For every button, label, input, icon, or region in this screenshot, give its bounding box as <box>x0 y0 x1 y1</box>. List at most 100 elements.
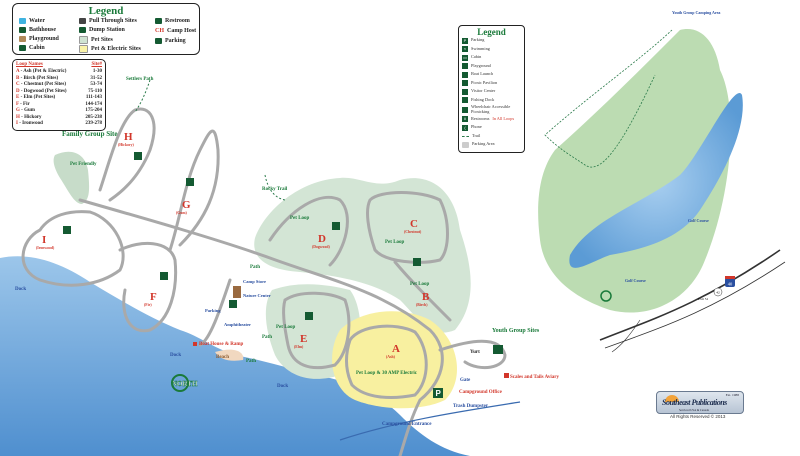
family-group-site-label: Family Group Site <box>62 130 117 138</box>
sun-logo-icon <box>665 395 679 402</box>
scales-tails-label: Scales and Tails Aviary <box>510 375 559 380</box>
legend-item-label: Playground <box>29 36 59 42</box>
restroom-icon <box>229 300 237 308</box>
trail-settlers-path <box>134 79 151 113</box>
publisher-served: Serviced USA & Canada <box>679 408 709 412</box>
loop-name: Dogwood (Pet Sites) <box>23 88 67 94</box>
loop-sites: 111-143 <box>85 95 102 100</box>
yurt-label: Yurt <box>470 350 480 355</box>
park-legend-label: Wheelchair Accessible Picnicking <box>471 103 511 114</box>
loop-name: Ash (Pet & Electric) <box>23 69 67 74</box>
north-arrow: NORTH <box>171 374 198 392</box>
loop-letter-i: I <box>42 234 46 246</box>
loop-name-b: (Birch) <box>416 303 428 307</box>
trash-dumpster-label: Trash Dumpster <box>453 404 489 409</box>
publisher-established: Est. 1988 <box>725 393 739 397</box>
loop-name: Hickory <box>24 114 42 120</box>
trail-line-icon <box>462 135 469 137</box>
loop-row: C - Chestnut (Pet Sites)53-74 <box>16 82 102 87</box>
parking-icon: P <box>462 37 468 44</box>
bathhouse-icon-c <box>413 258 421 266</box>
legend-item-label: Restroom <box>165 18 190 24</box>
highway <box>599 249 786 353</box>
park-legend-label: Parking Area <box>472 141 495 147</box>
loop-row-name: G - Gum <box>16 108 35 113</box>
legend-item: Restroom <box>155 18 190 24</box>
boat-house-marker <box>193 342 197 346</box>
park-legend-label: Restrooms <box>471 115 490 121</box>
park-legend-item: Visitor Center <box>462 88 522 95</box>
legend-item: Bathhouse <box>19 27 56 33</box>
pet-electric-swatch <box>79 45 88 53</box>
loop-name-h: (Hickory) <box>118 143 135 147</box>
loop-letter: E <box>16 95 20 100</box>
legend-item: Water <box>19 18 45 24</box>
park-legend-label: Fishing Dock <box>471 96 495 102</box>
legend-item-label: Pull Through Sites <box>89 18 137 24</box>
playground-icon <box>19 36 26 42</box>
route-number: 42 <box>716 291 720 295</box>
loop-name-a: (Ash) <box>386 355 396 359</box>
campground-office-label: Campground Office <box>459 390 503 395</box>
loop-sites: 205-238 <box>85 114 102 120</box>
path-label-3: Path <box>262 335 272 340</box>
pet-loop-c-label: Pet Loop <box>385 240 405 245</box>
pet-sites-swatch <box>79 36 88 44</box>
loop-row: E - Elm (Pet Sites)111-143 <box>16 95 102 100</box>
loop-name: Gum <box>24 108 35 113</box>
loop-name: Birch (Pet Sites) <box>23 75 59 81</box>
park-legend-extra: In All Loops <box>492 115 515 121</box>
loop-name-g: (Gum) <box>176 211 187 215</box>
legend-item-label: Water <box>29 18 45 24</box>
bathhouse-icon <box>493 345 503 354</box>
pet-loop-a-label: Pet Loop & 30 AMP Electric <box>356 371 418 376</box>
publisher-logo: Southeast Publications Est. 1988 Service… <box>656 391 744 414</box>
legend-item-label: Pet & Electric Sites <box>91 46 141 52</box>
loop-letter-a: A <box>392 343 400 355</box>
boat-house-label: Boat House & Ramp <box>199 342 244 347</box>
loop-table-header: Loop Names Site# <box>16 62 102 67</box>
pet-electric-zone-a <box>332 311 457 409</box>
loop-letter: I <box>16 121 18 126</box>
dump-station-icon <box>79 27 86 33</box>
loop-sites: 53-74 <box>90 82 102 87</box>
loop-letter-h: H <box>124 131 133 143</box>
youth-group-area-label: Youth Group Camping Area <box>672 10 720 15</box>
loop-letter: G <box>16 108 20 113</box>
water-icon <box>19 18 26 24</box>
legend-item: Pet Sites <box>79 36 113 44</box>
path-label-2: Path <box>246 359 256 364</box>
loop-name-d: (Dogwood) <box>312 245 330 249</box>
loop-letter: C <box>16 82 20 87</box>
camp-store-building <box>233 286 241 298</box>
loop-sites: 239-278 <box>85 121 102 126</box>
loop-letter: B <box>16 75 20 81</box>
boat-launch-icon <box>462 71 468 78</box>
camp-host-icon: CH <box>155 28 164 34</box>
pet-friendly-label: Pet Friendly <box>70 162 97 167</box>
loop-letter-g: G <box>182 199 191 211</box>
cabin-icon: ▭ <box>462 54 468 61</box>
loop-row-name: F - Fir <box>16 101 30 107</box>
parking-icon <box>155 38 162 44</box>
loop-name-e: (Elm) <box>294 345 304 349</box>
loop-letter: F <box>16 101 19 107</box>
loop-row: A - Ash (Pet & Electric)1-30 <box>16 69 102 74</box>
legend-item-label: Camp Host <box>167 28 197 34</box>
header-loop-names: Loop Names <box>16 62 43 67</box>
loop-letter-b: B <box>422 291 430 303</box>
legend-item-label: Dump Station <box>89 27 125 33</box>
exit-label: Exit 51 <box>698 297 708 301</box>
park-legend-label: Playground <box>471 62 491 68</box>
loop-name-i: (Ironwood) <box>36 246 55 250</box>
scales-tails-marker <box>504 373 509 378</box>
legend-item: Pull Through Sites <box>79 18 137 24</box>
legend-item-label: Pet Sites <box>91 37 113 43</box>
loop-sites: 1-30 <box>92 69 102 74</box>
legend-item: Dump Station <box>79 27 125 33</box>
